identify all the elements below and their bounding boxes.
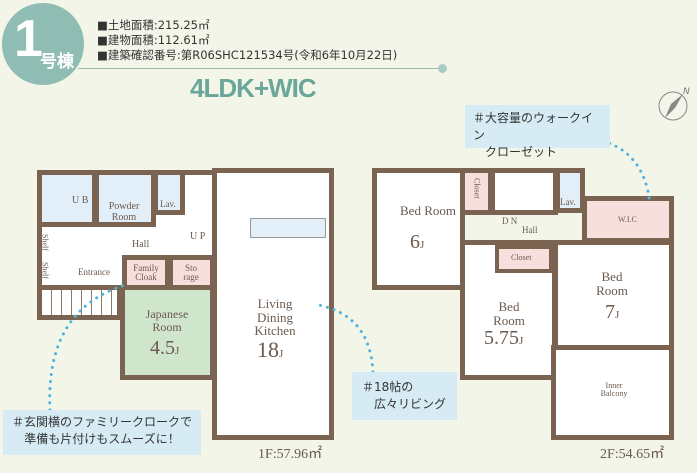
closet-2f-1	[460, 168, 493, 215]
building-area: ■建物面積:112.61㎡	[97, 33, 210, 47]
family-cloak-label: Family Cloak	[133, 263, 159, 283]
japanese-room	[120, 285, 215, 380]
closet-2f-2	[495, 245, 553, 273]
layout-type: 4LDK+WIC	[190, 73, 317, 103]
divider-dot	[438, 64, 447, 73]
floor2-area: 2F:54.65㎡	[600, 447, 665, 462]
divider	[78, 68, 443, 69]
building-suffix: 号棟	[40, 52, 74, 72]
kitchen-counter	[250, 218, 326, 238]
closet-label: Closet	[511, 253, 532, 262]
lavatory-1f	[153, 170, 185, 215]
stairs-down-label: D N	[502, 216, 518, 226]
land-area: ■土地面積:215.25㎡	[97, 18, 210, 32]
closet-label: Closet	[472, 178, 482, 199]
powder-label: Powder Room	[108, 201, 140, 223]
building-badge: 1 号棟	[2, 3, 84, 85]
bedroom-6	[372, 168, 465, 290]
ldk-label: Living Dining Kitchen	[254, 296, 296, 339]
wic-label: W.I.C	[618, 215, 637, 224]
bedroom-7-size: 7J	[605, 301, 620, 323]
bedroom-7-label: Bed Room	[596, 269, 628, 298]
callout-living: ＃18帖の 広々リビング	[352, 372, 457, 420]
japanese-room-label: Japanese Room	[145, 307, 189, 334]
callout-family-cloak: ＃玄関横のファミリークロークで 準備も片付けもスムーズに！	[3, 410, 201, 455]
hall-label-2f: Hall	[522, 225, 538, 235]
wic-pointer	[594, 137, 652, 207]
hall-label-1f: Hall	[132, 239, 150, 250]
bedroom-575-label: Bed Room	[493, 299, 525, 328]
living-pointer	[316, 303, 375, 374]
cloak-pointer	[48, 283, 127, 412]
lavatory-2f	[555, 168, 585, 213]
powder-room	[94, 170, 156, 227]
compass-icon: N	[658, 87, 690, 121]
bedroom-575-size: 5.75J	[484, 327, 524, 349]
living-dining-kitchen	[212, 168, 334, 440]
compass-north-label: N	[683, 87, 690, 97]
stairs-2f	[490, 168, 558, 215]
ldk-size: 18J	[257, 337, 284, 362]
storage-label: Sto rage	[183, 263, 199, 283]
property-info: ■土地面積:215.25㎡ ■建物面積:112.61㎡ ■建築確認番号:第R06…	[97, 18, 397, 63]
bedroom-6-label: Bed Room	[400, 203, 456, 218]
shelf-label: Shelf	[40, 262, 50, 279]
lav-label-2f: Lav.	[560, 197, 576, 207]
inner-balcony-label: Inner Balcony	[600, 381, 628, 399]
entrance-label: Entrance	[78, 267, 110, 277]
floor1-area: 1F:57.96㎡	[258, 447, 323, 462]
confirmation-number: ■建築確認番号:第R06SHC121534号(令和6年10月22日)	[97, 48, 398, 62]
bedroom-6-size: 6J	[410, 231, 425, 253]
lav-label: Lav.	[160, 199, 176, 209]
inner-balcony	[551, 345, 674, 440]
shelf-label: Shelf	[40, 234, 50, 251]
callout-wic: ＃大容量のウォークイン クローゼット	[465, 105, 610, 159]
japanese-room-size: 4.5J	[150, 337, 180, 359]
building-number: 1	[14, 10, 43, 68]
stairs-up-label: U P	[190, 231, 206, 242]
ub-label: U B	[72, 195, 89, 206]
